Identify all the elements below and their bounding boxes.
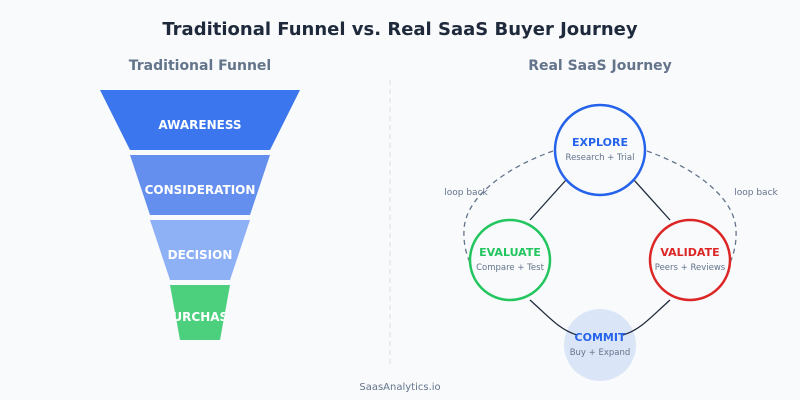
node-validate-title: VALIDATE bbox=[660, 246, 719, 259]
funnel-consideration bbox=[130, 155, 270, 215]
loop-back-left-arrow bbox=[463, 150, 554, 269]
funnel-consideration-label: CONSIDERATION bbox=[145, 183, 256, 197]
page-title: Traditional Funnel vs. Real SaaS Buyer J… bbox=[162, 19, 637, 40]
loop-back-right-label: loop back bbox=[734, 188, 778, 198]
node-validate-sub: Peers + Reviews bbox=[655, 263, 726, 273]
node-evaluate bbox=[468, 218, 552, 302]
node-validate bbox=[648, 218, 732, 302]
node-commit bbox=[564, 309, 636, 381]
loop-back-left-label: loop back bbox=[444, 188, 488, 198]
node-commit-title: COMMIT bbox=[575, 331, 626, 344]
connector-explore-validate bbox=[633, 179, 671, 221]
node-explore-title: EXPLORE bbox=[572, 136, 628, 149]
funnel-decision-label: DECISION bbox=[168, 248, 233, 262]
node-explore bbox=[553, 103, 647, 197]
footer-credit: SaasAnalytics.io bbox=[359, 382, 440, 393]
connector-explore-evaluate bbox=[529, 179, 567, 221]
connector-evaluate-commit bbox=[529, 299, 578, 336]
funnel-awareness bbox=[100, 90, 300, 150]
node-evaluate-title: EVALUATE bbox=[479, 246, 541, 259]
journey-heading: Real SaaS Journey bbox=[528, 58, 672, 74]
funnel-heading: Traditional Funnel bbox=[129, 58, 271, 74]
node-explore-sub: Research + Trial bbox=[566, 153, 635, 163]
funnel-purchase bbox=[170, 285, 230, 340]
connector-validate-commit bbox=[622, 299, 671, 336]
node-commit-sub: Buy + Expand bbox=[570, 348, 631, 358]
loop-back-right-arrow bbox=[646, 150, 737, 269]
funnel-purchase-label: PURCHASE bbox=[164, 310, 237, 324]
funnel-decision bbox=[150, 220, 250, 280]
funnel-awareness-label: AWARENESS bbox=[158, 118, 241, 132]
node-evaluate-sub: Compare + Test bbox=[476, 263, 544, 273]
